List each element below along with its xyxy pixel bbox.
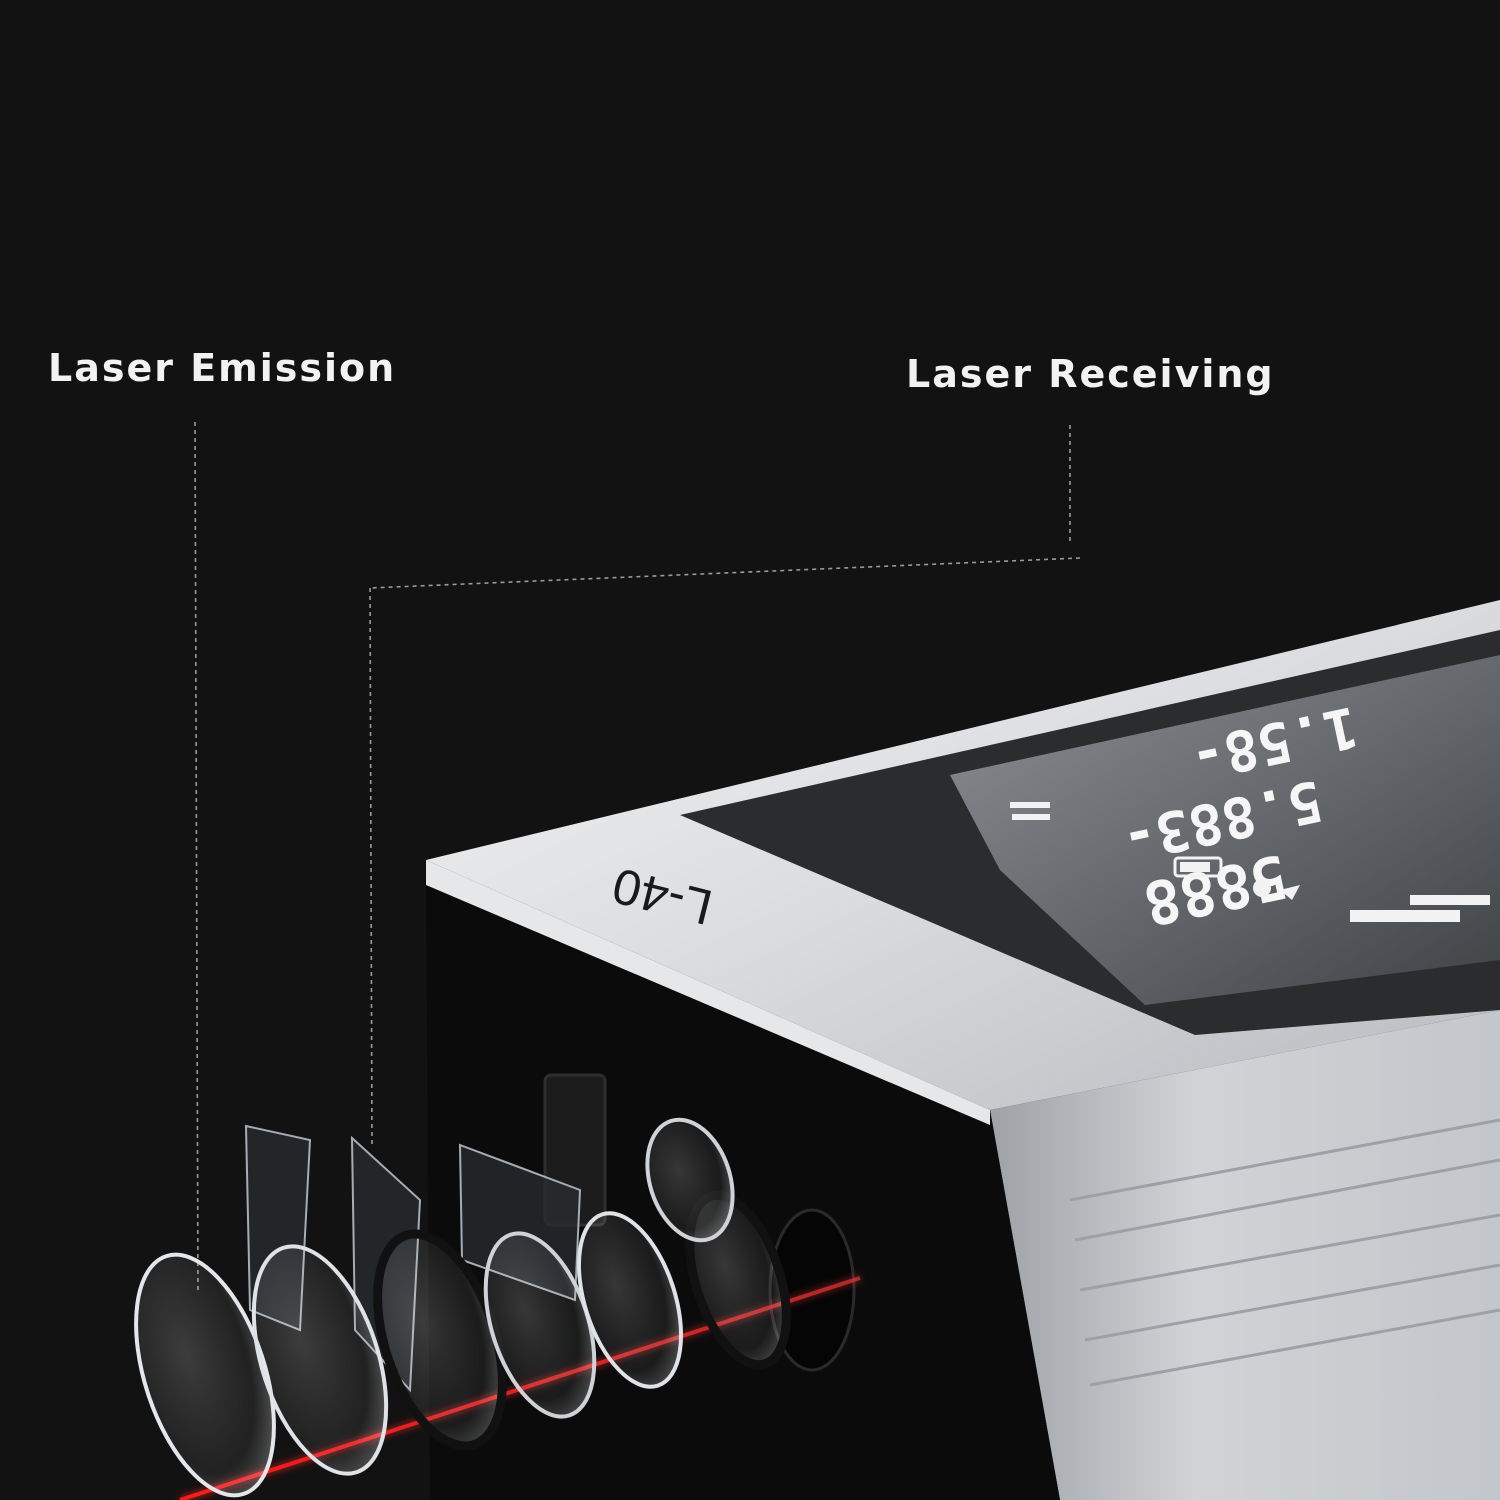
front-bevel [426,860,990,1125]
laser-emission-label: Laser Emission [48,346,397,390]
measure-mode-bar [1350,910,1460,922]
receiving-leader-drop [369,587,373,1146]
signal-strength-icon [1010,802,1050,808]
lens-2 [251,1244,389,1476]
lens-7 [645,1117,735,1243]
optical-lenses [134,1117,791,1498]
lens-5 [576,1211,684,1389]
laser-indicator-icon [1253,879,1271,897]
lcd-status-icons [1010,802,1490,922]
side-grooves [1069,1118,1500,1387]
emission-leader-line [194,421,199,1291]
battery-icon [1173,856,1223,878]
receiving-leader-horizontal [369,557,1081,589]
laser-receiving-label: Laser Receiving [906,352,1275,396]
callout-leader-lines [194,421,1081,1291]
reference-point-icon [1280,885,1300,900]
device-side-panel [990,1010,1500,1500]
